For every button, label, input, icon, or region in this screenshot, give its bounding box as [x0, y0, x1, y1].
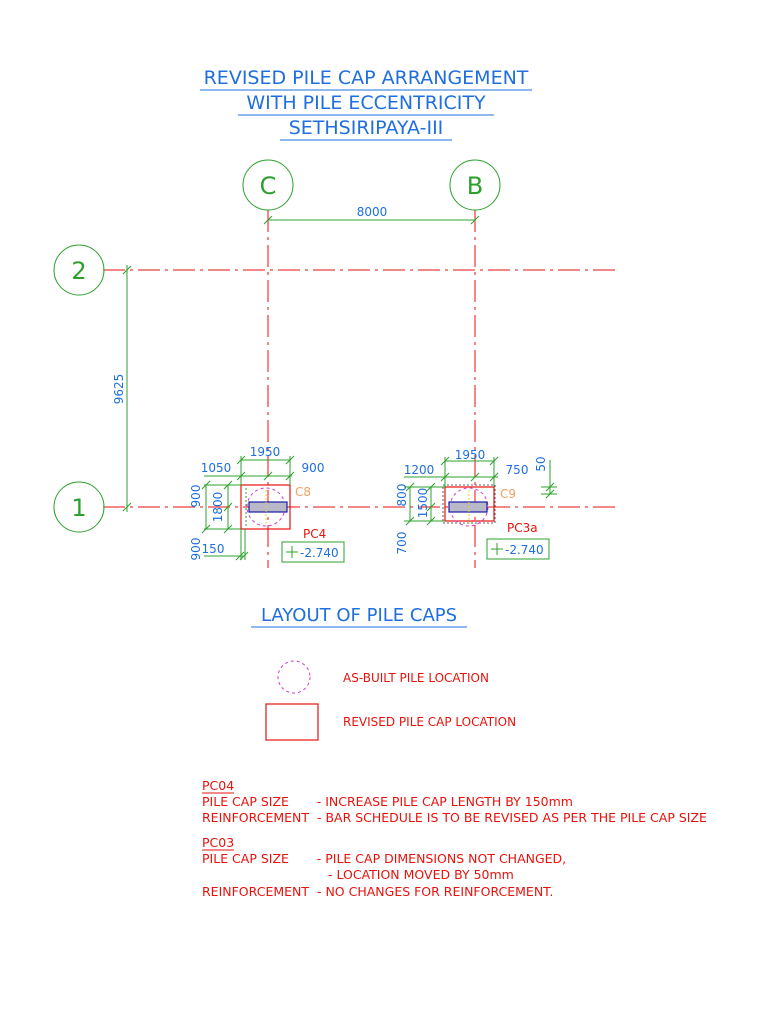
legend-pile-symbol [277, 660, 311, 694]
pc3a-level: -2.740 [505, 543, 544, 557]
dim-span-cb: 8000 [357, 205, 388, 219]
legend: AS-BUILT PILE LOCATION REVISED PILE CAP … [265, 660, 516, 741]
grid-bubbles: C B 2 1 [53, 159, 501, 533]
pc4-dimensions [201, 455, 295, 561]
pc3a-column-tag: C9 [500, 487, 516, 501]
pc4-dim-top: 900 [189, 485, 203, 508]
title-line-1: REVISED PILE CAP ARRANGEMENT [204, 67, 529, 89]
pc3a-cap-tag: PC3a [507, 521, 538, 535]
note-pc03-size-2: - LOCATION MOVED BY 50mm [328, 867, 514, 882]
pc4-column [248, 501, 288, 513]
note-pc03-reinforcement: REINFORCEMENT - NO CHANGES FOR REINFORCE… [202, 884, 553, 899]
grid-label-2: 2 [71, 257, 86, 285]
pc3a-level-box: -2.740 [486, 538, 550, 560]
pc3a-pile-circle [449, 487, 489, 527]
dim-span-21: 9625 [112, 374, 126, 405]
pc3a-cap-outline [444, 486, 495, 522]
pc4-level-box: -2.740 [281, 541, 345, 563]
pc4-column-tag: C8 [295, 485, 311, 499]
pc4-dim-left: 1050 [201, 461, 232, 475]
grid-label-c: C [260, 172, 277, 200]
note-pc04-reinforcement: REINFORCEMENT - BAR SCHEDULE IS TO BE RE… [202, 810, 707, 825]
pc4-dim-extension: 150 [202, 542, 225, 556]
notes: PC04 PILE CAP SIZE - INCREASE PILE CAP L… [202, 778, 707, 899]
grid-dimension-9625 [122, 265, 132, 512]
pile-cap-pc3a [442, 484, 496, 527]
note-pc04-size: PILE CAP SIZE - INCREASE PILE CAP LENGTH… [202, 794, 573, 809]
pc4-cap-tag: PC4 [303, 527, 326, 541]
legend-cap-label: REVISED PILE CAP LOCATION [343, 715, 516, 729]
grid-lines [103, 210, 618, 568]
pc3a-dim-top: 800 [395, 484, 409, 507]
grid-label-1: 1 [71, 494, 86, 522]
note-pc03-size: PILE CAP SIZE - PILE CAP DIMENSIONS NOT … [202, 851, 566, 866]
pc3a-dim-height: 1500 [416, 488, 430, 519]
pc3a-dimensions [404, 456, 557, 526]
pc4-dim-total-width: 1950 [250, 445, 281, 459]
pile-cap-pc4 [240, 484, 291, 530]
pc4-dim-right: 900 [302, 461, 325, 475]
pc4-level: -2.740 [300, 546, 339, 560]
pc3a-dim-total-width: 1950 [455, 448, 486, 462]
note-pc03-heading: PC03 [202, 835, 234, 850]
title-line-3: SETHSIRIPAYA-III [289, 117, 444, 139]
pc3a-dim-offset: 50 [534, 456, 548, 471]
section-title: LAYOUT OF PILE CAPS [261, 605, 457, 626]
grid-dimension-8000 [263, 215, 480, 225]
pc3a-column [448, 501, 488, 513]
pc3a-dim-left: 1200 [404, 463, 435, 477]
title-line-2: WITH PILE ECCENTRICITY [246, 92, 486, 114]
pc4-cap-outline [240, 484, 291, 530]
legend-cap-symbol [265, 703, 319, 741]
pc3a-dim-bottom: 700 [395, 532, 409, 555]
grid-label-b: B [467, 172, 483, 200]
drawing-title: REVISED PILE CAP ARRANGEMENT WITH PILE E… [200, 67, 532, 141]
pc4-dim-height: 1800 [211, 492, 225, 523]
pc4-dim-bottom: 900 [189, 538, 203, 561]
note-pc04-heading: PC04 [202, 778, 234, 793]
pc3a-dim-right: 750 [506, 463, 529, 477]
legend-pile-label: AS-BUILT PILE LOCATION [343, 671, 489, 685]
